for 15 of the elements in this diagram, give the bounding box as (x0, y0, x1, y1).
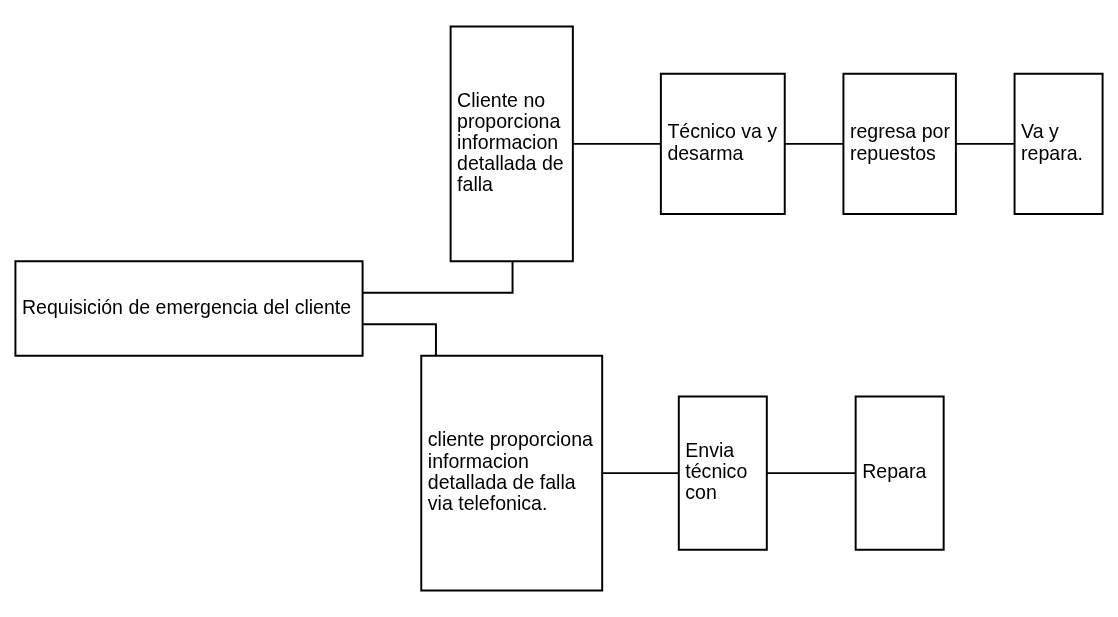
connector (601, 472, 680, 475)
node-box: Repara (854, 395, 945, 551)
connector (784, 142, 845, 145)
node-box: regresa por repuestos (842, 72, 957, 215)
node-box: Técnico va y desarma (659, 72, 786, 215)
connector (572, 142, 662, 145)
node-box: Va y repara. (1013, 72, 1104, 215)
node-box: Envia técnico con (677, 395, 768, 551)
connector (362, 323, 437, 357)
node-box: Requisición de emergencia del cliente (14, 260, 364, 357)
connector (766, 472, 857, 475)
node-box: cliente proporciona informacion detallada de falla via telefonica. (420, 354, 604, 592)
connector (955, 142, 1016, 145)
connector (361, 260, 514, 294)
node-box: Cliente no proporciona informacion detallada de falla (449, 25, 574, 263)
